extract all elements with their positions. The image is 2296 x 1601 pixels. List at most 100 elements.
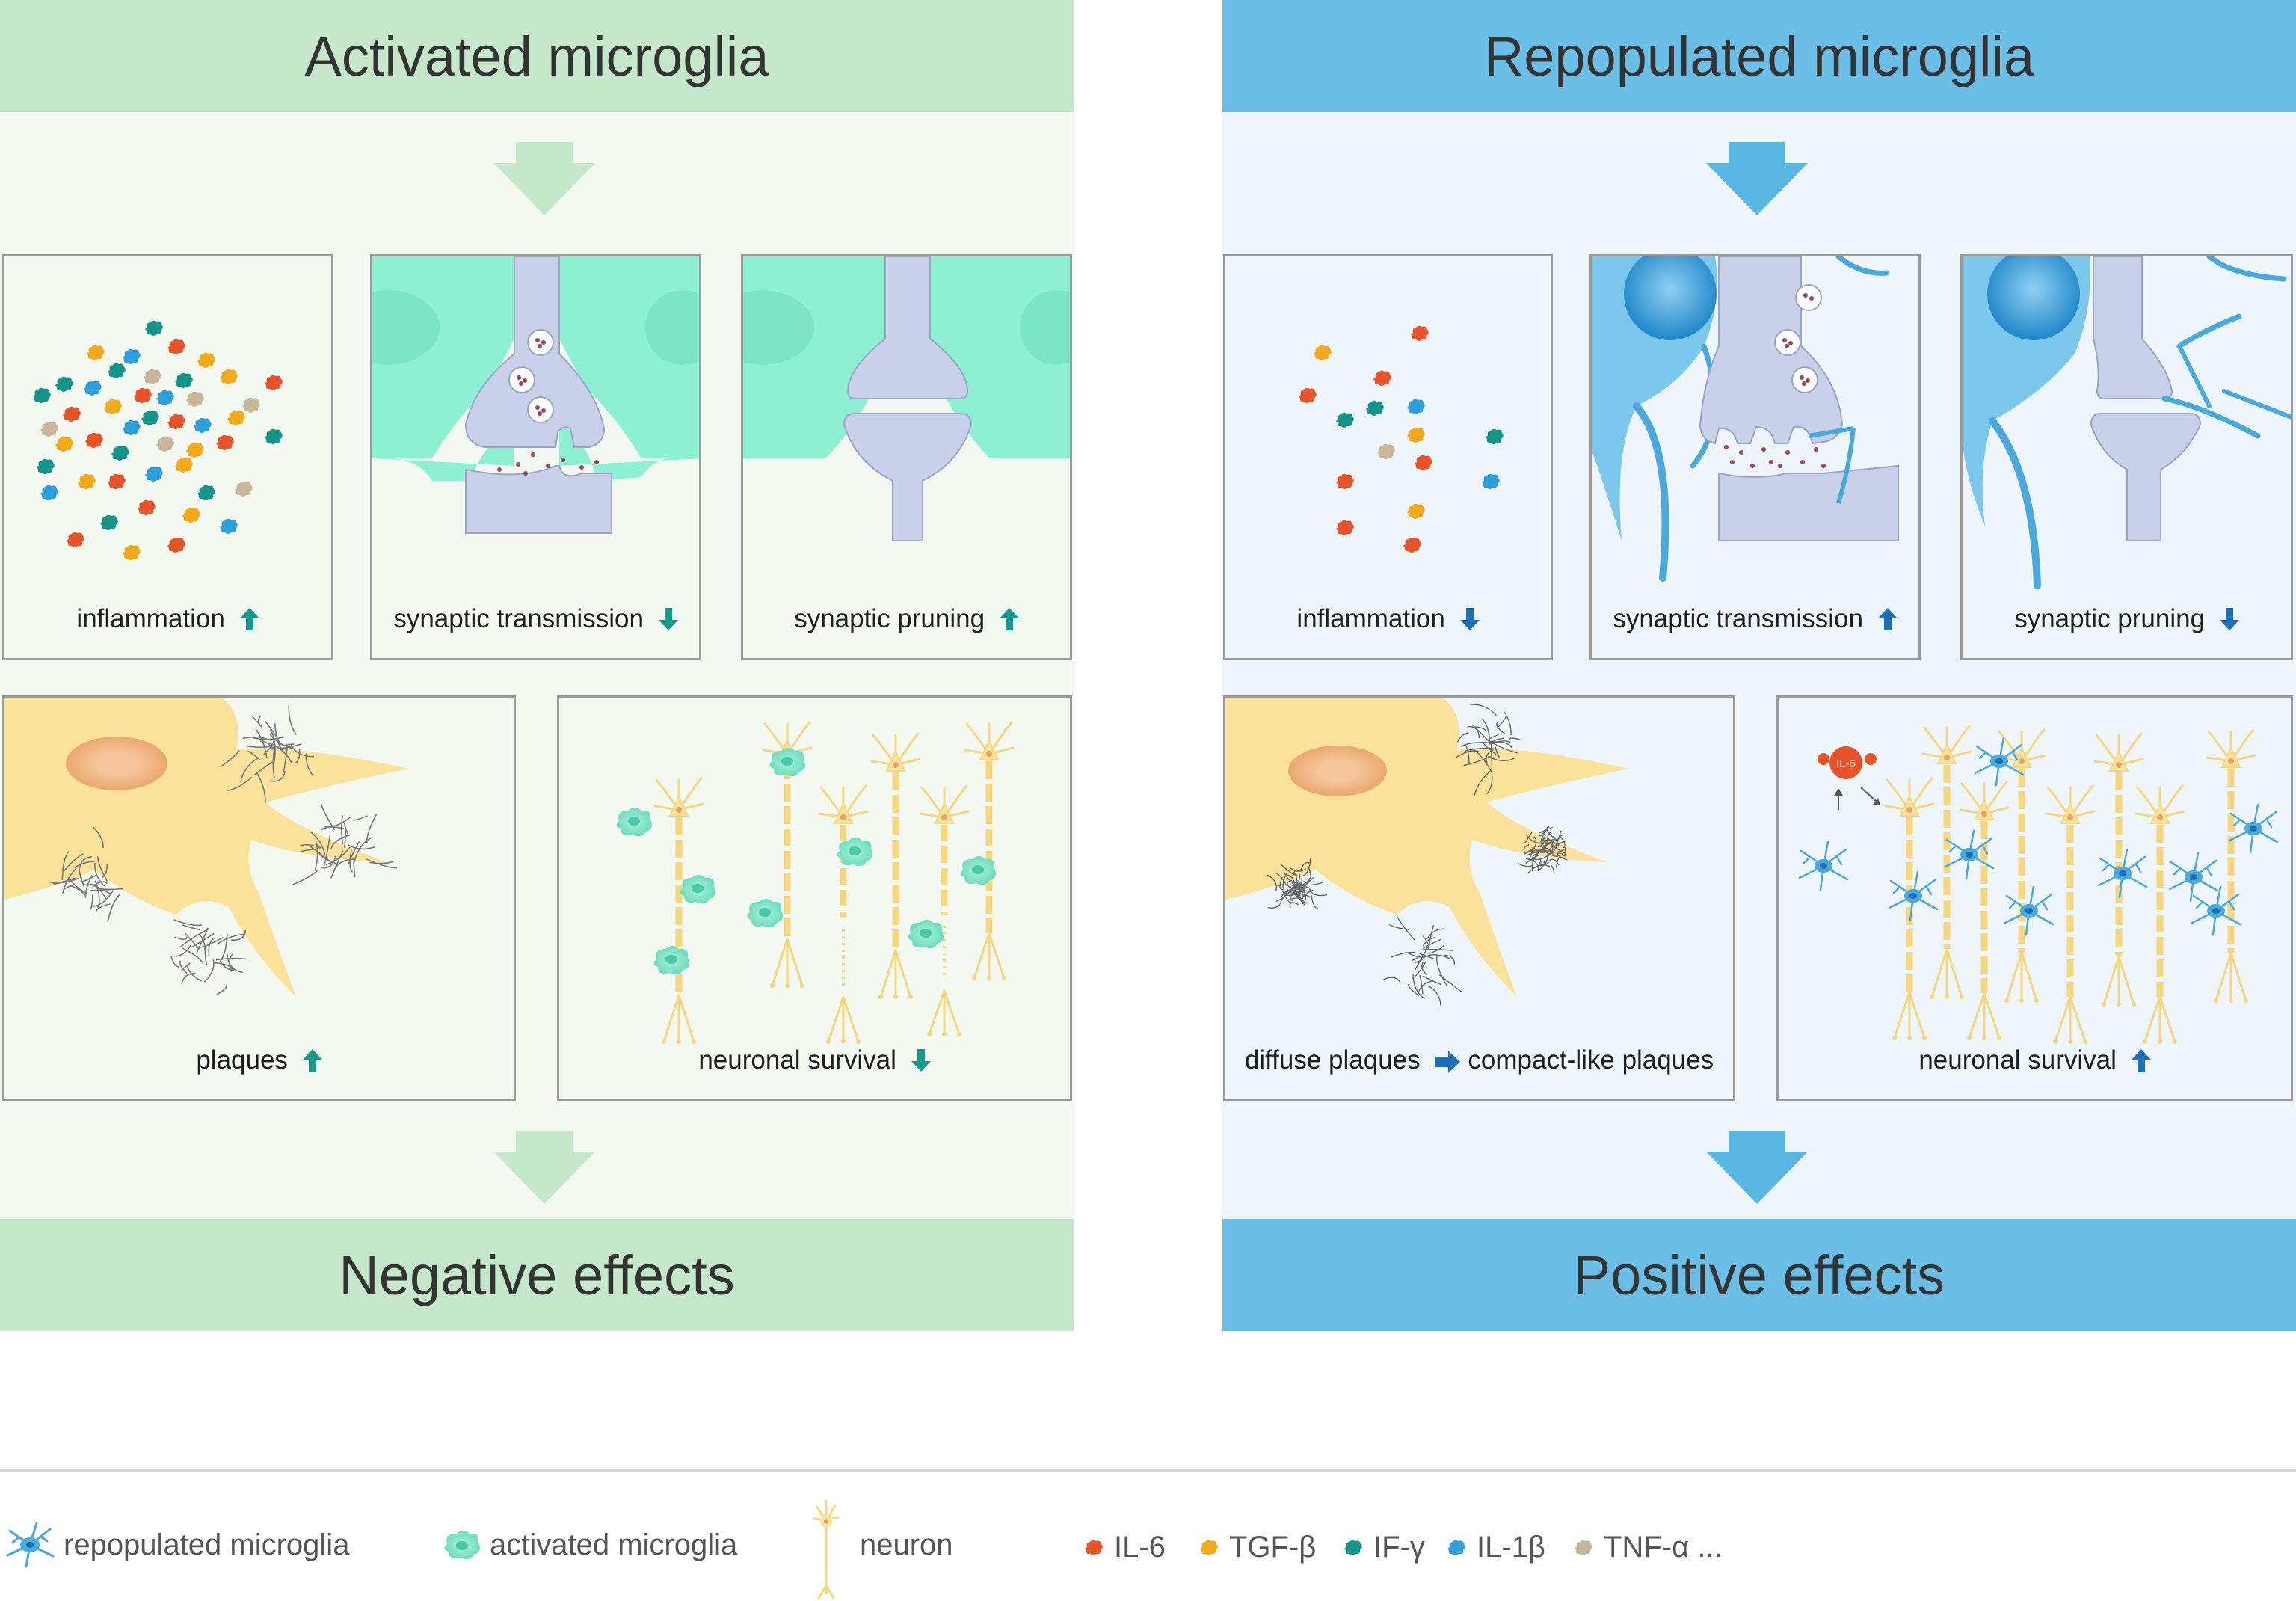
cytokine-particle <box>1299 387 1317 403</box>
cytokine-particle <box>175 372 193 388</box>
activated-microglia-icon <box>444 1531 480 1560</box>
left-synaptic-transmission-label: synaptic transmission <box>393 604 644 633</box>
cytokine-particle <box>186 442 204 458</box>
right-synaptic-transmission-label: synaptic transmission <box>1613 604 1863 633</box>
synapse-with-repopulated-microglia-illustration <box>1592 256 1899 582</box>
cytokine-particle <box>37 458 55 474</box>
left-bottom-title: Negative effects <box>339 1244 735 1306</box>
cytokine-particle <box>1407 503 1425 519</box>
cytokine-particle <box>242 397 260 413</box>
cytokine-particle <box>1314 345 1332 360</box>
left-title: Activated microglia <box>304 25 769 87</box>
cytokine-legend-label: TGF-β <box>1229 1531 1317 1564</box>
left-synaptic-transmission-card: synaptic transmission <box>370 254 701 660</box>
neuron-with-compact-plaques-illustration <box>1225 698 1629 1006</box>
repopulated-microglia-icon <box>6 1522 55 1568</box>
left-synaptic-pruning-card: synaptic pruning <box>741 254 1072 660</box>
cytokine-particle <box>186 391 204 407</box>
cytokine-particle <box>197 485 215 500</box>
cytokine-particle <box>55 376 73 392</box>
cytokine-particle <box>175 457 193 473</box>
cytokine-particle <box>78 473 96 489</box>
up-arrow-icon <box>999 608 1019 630</box>
synapse-with-microglia-illustration <box>372 256 699 534</box>
cytokine-particle <box>1486 428 1504 444</box>
cytokine-particle <box>167 537 185 553</box>
cytokine-particle <box>1336 412 1354 428</box>
cytokine-particle <box>144 369 161 384</box>
left-neuronal-survival-card: neuronal survival <box>557 695 1072 1101</box>
cytokine-particle <box>145 466 163 482</box>
cytokine-particle <box>167 339 185 354</box>
neuron-icon <box>813 1499 840 1600</box>
cytokine-particle <box>1373 370 1391 386</box>
cytokine-swatch-icon <box>1085 1540 1103 1555</box>
neurons-with-activated-microglia-illustration <box>616 721 1015 1044</box>
cytokine-particle <box>1407 399 1425 414</box>
il6-cytokine-label: IL-6 <box>1836 758 1856 770</box>
legend-divider <box>0 1469 2296 1472</box>
down-arrow-icon <box>658 608 678 630</box>
neuron-with-plaques-illustration <box>4 698 408 997</box>
cytokine-particle <box>265 375 283 390</box>
synapse-pruning-repopulated-illustration <box>1963 256 2291 589</box>
left-inflammation-card: inflammation <box>2 254 333 660</box>
cytokine-particle <box>1366 400 1384 416</box>
right-neuronal-survival-label: neuronal survival <box>1918 1045 2117 1075</box>
cytokine-particle <box>216 434 234 450</box>
cytokine-particle <box>87 345 105 360</box>
cytokine-particle <box>104 399 122 414</box>
cytokine-swatch-icon <box>1447 1540 1465 1555</box>
cytokine-particle <box>1415 455 1432 470</box>
left-title-band: Activated microglia <box>0 0 1074 112</box>
cytokine-particle <box>141 410 159 425</box>
cytokine-particle <box>220 518 238 534</box>
cytokine-particle <box>134 387 152 403</box>
cytokine-particle <box>111 445 129 461</box>
cytokine-particle <box>67 532 84 547</box>
neurons-with-repopulated-microglia-illustration: IL-6 <box>1798 725 2279 1044</box>
cytokine-particle <box>1377 443 1395 459</box>
left-bottom-band: Negative effects <box>0 1219 1074 1331</box>
cytokine-legend-label: IL-6 <box>1114 1531 1166 1564</box>
cytokine-particle <box>235 481 253 497</box>
right-diffuse-plaques-label: diffuse plaques <box>1244 1045 1421 1075</box>
right-neuronal-survival-card: IL-6 neuronal survival <box>1776 695 2293 1101</box>
cytokine-sparse-illustration <box>1299 325 1504 553</box>
cytokine-particle <box>138 500 156 515</box>
cytokine-cloud-illustration <box>33 320 283 560</box>
cytokine-particle <box>123 544 141 560</box>
cytokine-particle <box>156 436 174 452</box>
right-title-band: Repopulated microglia <box>1222 0 2296 112</box>
cytokine-legend-label: IF-γ <box>1373 1531 1425 1564</box>
cytokine-swatch-icon <box>1344 1540 1362 1555</box>
cytokine-particle <box>84 380 102 396</box>
amyloid-plaques <box>1267 704 1568 1006</box>
cytokine-particle <box>156 390 174 405</box>
cytokine-particle <box>220 369 238 384</box>
right-bottom-down-arrow <box>1706 1131 1808 1204</box>
left-neuronal-survival-label: neuronal survival <box>698 1045 896 1075</box>
cytokine-legend-label: IL-1β <box>1477 1531 1545 1564</box>
down-arrow-icon <box>1459 608 1480 630</box>
right-synaptic-transmission-card: synaptic transmission <box>1589 254 1921 660</box>
cytokine-swatch-icon <box>1575 1540 1592 1555</box>
right-top-down-arrow <box>1706 142 1808 215</box>
cytokine-particle <box>1336 520 1354 535</box>
right-title: Repopulated microglia <box>1483 25 2035 87</box>
right-arrow-icon <box>1435 1051 1461 1073</box>
cytokine-particle <box>108 363 126 378</box>
cytokine-particle <box>167 414 185 429</box>
cytokine-particle <box>123 348 141 364</box>
cytokine-particle <box>1336 473 1354 489</box>
left-plaques-label: plaques <box>196 1045 288 1075</box>
right-inflammation-card: inflammation <box>1223 254 1553 660</box>
amyloid-plaques <box>49 704 398 995</box>
synapse-pruning-illustration <box>743 256 1070 541</box>
cytokine-particle <box>63 406 81 422</box>
cytokine-particle <box>197 352 215 368</box>
left-synaptic-pruning-label: synaptic pruning <box>794 604 985 633</box>
up-arrow-icon <box>2131 1049 2151 1072</box>
cytokine-particle <box>100 514 118 530</box>
right-synaptic-pruning-label: synaptic pruning <box>2014 604 2206 633</box>
